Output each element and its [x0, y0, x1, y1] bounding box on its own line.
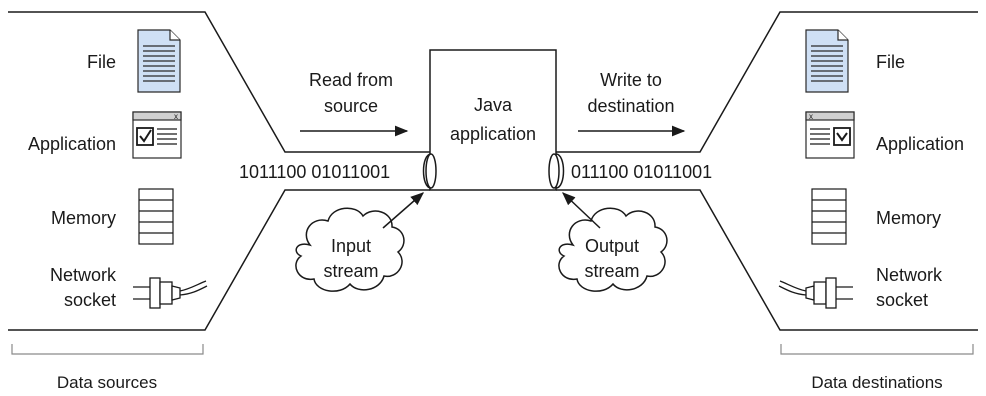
destination-application-label: Application [876, 134, 964, 154]
input-stream-cloud-icon: Input stream [295, 207, 405, 292]
input-stream-label-line2: stream [323, 261, 378, 281]
output-pipe-end [548, 153, 565, 189]
svg-text:x: x [809, 112, 813, 121]
java-app-title-line2: application [450, 124, 536, 144]
input-stream-pointer-icon [382, 192, 425, 229]
output-bit-stream: 011100 01011001 [571, 162, 712, 182]
svg-text:x: x [174, 112, 178, 121]
destination-memory-label: Memory [876, 208, 941, 228]
memory-stack-icon [811, 188, 847, 245]
network-plug-icon [133, 277, 208, 309]
destination-file: File [805, 29, 905, 93]
input-stream-label-line1: Input [331, 236, 371, 256]
write-label-line1: Write to [600, 70, 662, 90]
java-app-title-line1: Java [474, 95, 513, 115]
output-stream-label-line2: stream [584, 261, 639, 281]
write-label-line2: destination [587, 96, 674, 116]
source-network-socket: Network socket [50, 265, 208, 310]
destination-application: x Application [805, 111, 964, 159]
input-bit-stream: 1011100 01011001 [239, 162, 390, 182]
read-label-line1: Read from [309, 70, 393, 90]
java-application-box: Java application [429, 49, 557, 191]
source-file: File [87, 29, 181, 93]
source-network-label-line1: Network [50, 265, 117, 285]
right-funnel-outline [556, 11, 978, 331]
file-icon [805, 29, 849, 93]
application-window-icon: x [132, 111, 182, 159]
data-sources-caption: Data sources [57, 373, 157, 392]
source-file-label: File [87, 52, 116, 72]
memory-stack-icon [138, 188, 174, 245]
input-pipe-end [422, 153, 437, 189]
read-label-line2: source [324, 96, 378, 116]
destination-network-socket: Network socket [778, 265, 943, 310]
source-memory: Memory [51, 188, 174, 245]
output-stream-cloud-icon: Output stream [558, 207, 668, 292]
source-application-label: Application [28, 134, 116, 154]
destination-network-label-line2: socket [876, 290, 928, 310]
destination-memory: Memory [811, 188, 941, 245]
source-network-label-line2: socket [64, 290, 116, 310]
file-icon [137, 29, 181, 93]
network-plug-icon [778, 277, 853, 309]
sources-bracket [11, 344, 204, 355]
destinations-bracket [780, 344, 974, 355]
output-stream-pointer-icon [562, 192, 601, 229]
source-memory-label: Memory [51, 208, 116, 228]
destination-network-label-line1: Network [876, 265, 943, 285]
data-destinations-caption: Data destinations [811, 373, 942, 392]
destination-file-label: File [876, 52, 905, 72]
application-window-icon: x [805, 111, 855, 159]
output-stream-label-line1: Output [585, 236, 639, 256]
left-funnel-outline [8, 11, 430, 331]
source-application: Application x [28, 111, 182, 159]
